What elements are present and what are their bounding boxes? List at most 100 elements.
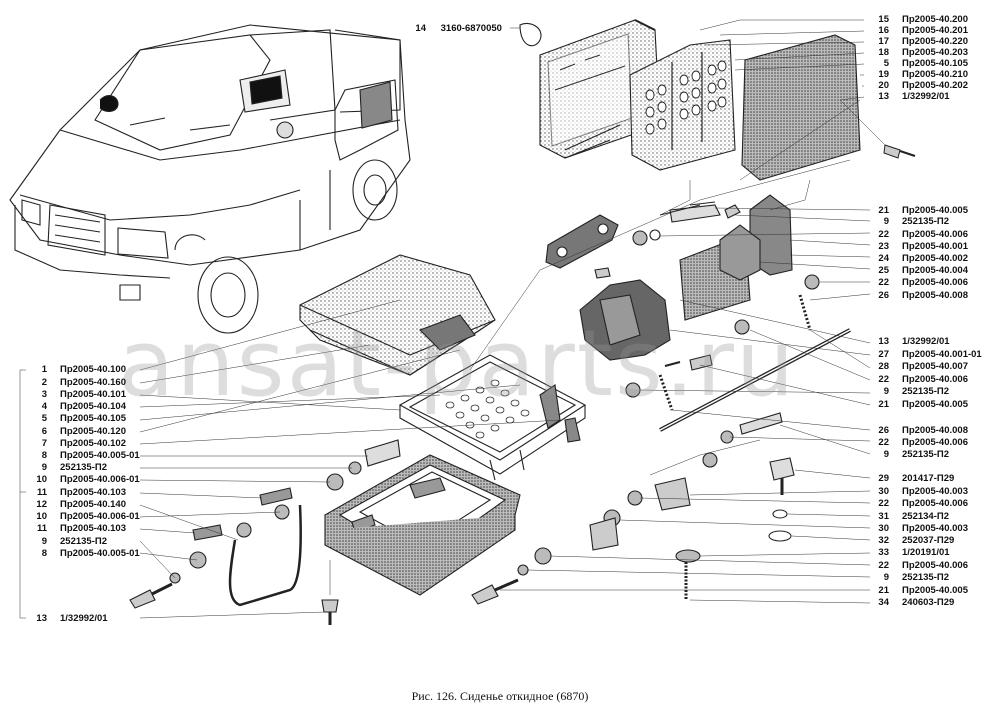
callout-number: 22 <box>878 560 889 571</box>
seat-pan <box>324 454 521 596</box>
right-callout-row: 25 Пр2005-40.004 <box>872 265 968 277</box>
figure-caption: Рис. 126. Сиденье откидное (6870) <box>411 689 589 703</box>
callout-number: 8 <box>41 548 47 559</box>
hinge-assembly <box>545 194 851 468</box>
callout-code: Пр2005-40.102 <box>60 438 126 449</box>
callout-code: Пр2005-40.005 <box>902 399 968 410</box>
callout-number: 25 <box>878 265 889 276</box>
callout-number: 10 <box>36 511 47 522</box>
callout-number: 22 <box>878 437 889 448</box>
callout-code: Пр2005-40.006 <box>902 437 968 448</box>
callout-code: Пр2005-40.006 <box>902 498 968 509</box>
callout-number: 13 <box>36 613 47 624</box>
watermark: ansat-parts.ru <box>118 310 797 417</box>
right-callout-row: 9 252135-П2 <box>872 572 949 584</box>
callout-number: 8 <box>41 450 47 461</box>
callout-code: Пр2005-40.006-01 <box>60 474 140 485</box>
callout-code: Пр2005-40.006 <box>902 277 968 288</box>
callout-code: Пр2005-40.005 <box>902 205 968 216</box>
callout-code: Пр2005-40.001 <box>902 241 968 252</box>
callout-code: Пр2005-40.103 <box>60 523 126 534</box>
callout-number: 32 <box>878 535 889 546</box>
callout-code: Пр2005-40.210 <box>902 69 968 80</box>
seat-frame <box>398 354 587 481</box>
left-callout-row: 8 Пр2005-40.005-01 <box>28 548 140 560</box>
left-callout-row: 10 Пр2005-40.006-01 <box>28 511 140 523</box>
callout-number: 34 <box>878 597 889 608</box>
callout-number: 19 <box>878 69 889 80</box>
callout-code: Пр2005-40.105 <box>60 413 126 424</box>
right-callout-row: 19 Пр2005-40.210 <box>872 69 968 81</box>
right-callout-row: 9 252135-П2 <box>872 449 949 461</box>
callout-number: 20 <box>878 80 889 91</box>
left-callout-row: 11 Пр2005-40.103 <box>28 523 126 535</box>
callout-number: 24 <box>878 253 889 264</box>
right-callout-row: 34 240603-П29 <box>872 597 954 609</box>
callout-number: 11 <box>36 523 47 534</box>
callout-code: Пр2005-40.101 <box>60 389 126 400</box>
callout-number: 31 <box>878 511 889 522</box>
callout-number: 5 <box>883 58 889 69</box>
callout-code: Пр2005-40.008 <box>902 425 968 436</box>
seat-cushion <box>299 254 496 376</box>
callout-code: Пр2005-40.005 <box>902 585 968 596</box>
callout-number: 9 <box>883 216 889 227</box>
callout-code: Пр2005-40.008 <box>902 290 968 301</box>
callout-number: 30 <box>878 486 889 497</box>
screw-13-top <box>883 144 916 159</box>
callout-number: 22 <box>878 498 889 509</box>
callout-number: 9 <box>883 572 889 583</box>
callout-code: Пр2005-40.103 <box>60 487 126 498</box>
callout-code: 1/20191/01 <box>902 547 950 558</box>
callout-number: 22 <box>878 229 889 240</box>
callout-number: 12 <box>36 499 47 510</box>
callout-code: Пр2005-40.006-01 <box>60 511 140 522</box>
callout-number: 28 <box>878 361 889 372</box>
callout-number: 9 <box>883 449 889 460</box>
callout-number: 13 <box>878 91 889 102</box>
callout-number: 27 <box>878 349 889 360</box>
callout-code: 252135-П2 <box>902 386 949 397</box>
callout-number: 29 <box>878 473 889 484</box>
callout-code: Пр2005-40.006 <box>902 374 968 385</box>
callout-number: 33 <box>878 547 889 558</box>
callout-code: 240603-П29 <box>902 597 955 608</box>
lower-left-hardware <box>129 439 401 625</box>
callout-code: 1/32992/01 <box>902 91 950 102</box>
callout-number: 26 <box>878 425 889 436</box>
callout-number: 21 <box>878 399 889 410</box>
callout-code: 252135-П2 <box>902 449 949 460</box>
callout-code: Пр2005-40.005-01 <box>60 548 140 559</box>
callout-code: Пр2005-40.120 <box>60 426 126 437</box>
callout-code: Пр2005-40.004 <box>902 265 968 276</box>
callout-code: Пр2005-40.002 <box>902 253 968 264</box>
callout-code: 3160-6870050 <box>440 23 502 34</box>
callout-code: 252135-П2 <box>902 572 949 583</box>
right-callout-row: 22 Пр2005-40.006 <box>872 437 968 449</box>
callout-code: Пр2005-40.203 <box>902 47 968 58</box>
